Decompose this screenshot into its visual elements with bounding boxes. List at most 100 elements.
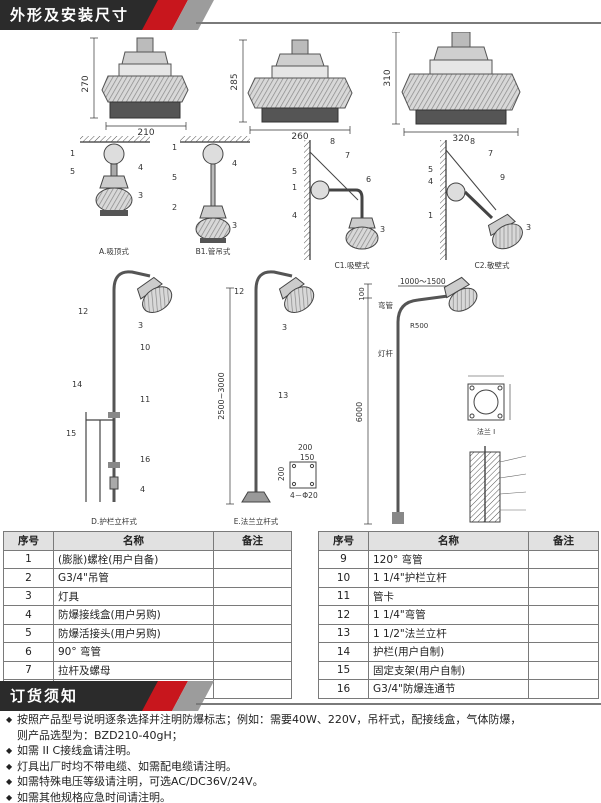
lamp2-width: 260 xyxy=(291,132,308,142)
part-name: 防爆接线盒(用户另购) xyxy=(53,605,214,625)
e-base-holes: 4－Φ20 xyxy=(290,491,318,500)
lamp-dims-3: 310 320 xyxy=(383,32,519,144)
part-remark xyxy=(528,679,599,699)
install-a-ceiling: 1 5 4 3 A.吸顶式 xyxy=(70,136,150,256)
part-remark xyxy=(213,660,292,680)
col-name: 名称 xyxy=(368,531,529,551)
table-row: 1(膨胀)螺栓(用户自备) xyxy=(3,549,292,569)
lamp-front-view-1 xyxy=(101,37,189,119)
part-name: 1 1/4"护栏立杆 xyxy=(368,568,529,588)
svg-text:14: 14 xyxy=(72,380,82,389)
part-name: 拉杆及螺母 xyxy=(53,660,214,680)
install-e-flange-pole: 2500~3000 12 3 13 200 150 200 4－Φ20 E.法兰… xyxy=(217,270,318,526)
part-no: 1 xyxy=(3,549,54,569)
svg-text:1: 1 xyxy=(292,183,297,192)
header-rule xyxy=(196,22,601,24)
part-no: 10 xyxy=(318,568,369,588)
caption-b1: B1.管吊式 xyxy=(196,246,231,256)
install-tall-pole: 100 6000 1000～1500 弯管 弯管 R500 灯杆 xyxy=(355,276,478,525)
svg-text:3: 3 xyxy=(232,221,237,230)
tall-r500: R500 xyxy=(410,322,428,330)
part-no: 4 xyxy=(3,605,54,625)
part-remark xyxy=(213,623,292,643)
part-no: 3 xyxy=(3,586,54,606)
part-name: 护栏(用户自制) xyxy=(368,642,529,662)
svg-text:7: 7 xyxy=(345,151,350,160)
note-item: 如需其他规格应急时间请注明。 xyxy=(6,790,598,803)
part-no: 11 xyxy=(318,586,369,606)
svg-text:3: 3 xyxy=(380,225,385,234)
col-remark: 备注 xyxy=(213,531,292,551)
svg-text:4: 4 xyxy=(428,177,433,186)
part-remark xyxy=(528,660,599,680)
dimensions-title: 外形及安装尺寸 xyxy=(10,6,130,24)
flange-detail: 法兰 I xyxy=(467,375,527,523)
install-c1-wall: 8 7 6 5 1 4 3 C1.吸壁式 xyxy=(292,137,385,270)
svg-text:4: 4 xyxy=(140,485,145,494)
lamp3-width: 320 xyxy=(452,134,469,144)
svg-text:12: 12 xyxy=(234,287,244,296)
install-c2-wall-angled: 8 7 9 5 4 1 3 C2.敬壁式 xyxy=(428,137,531,270)
svg-text:1: 1 xyxy=(70,149,75,158)
part-remark xyxy=(213,605,292,625)
col-no: 序号 xyxy=(3,531,54,551)
part-remark xyxy=(528,642,599,662)
note-item: 如需 II C接线盒请注明。 xyxy=(6,743,598,759)
installation-drawing: 270 210 285 260 310 320 xyxy=(0,32,601,530)
e-base-150: 150 xyxy=(300,453,315,462)
svg-text:1: 1 xyxy=(172,143,177,152)
col-no: 序号 xyxy=(318,531,369,551)
tall-span: 1000～1500 xyxy=(400,277,446,286)
lamp-front-view-2 xyxy=(247,39,353,123)
svg-text:15: 15 xyxy=(66,429,76,438)
svg-text:11: 11 xyxy=(140,395,150,404)
part-remark xyxy=(528,568,599,588)
part-remark xyxy=(213,679,292,699)
part-no: 9 xyxy=(318,549,369,569)
table-header-row: 序号 名称 备注 xyxy=(318,531,599,551)
svg-text:5: 5 xyxy=(70,167,75,176)
part-name: 防爆活接头(用户另购) xyxy=(53,623,214,643)
part-name: 管卡 xyxy=(368,586,529,606)
caption-e: E.法兰立杆式 xyxy=(234,516,279,526)
part-name: 90° 弯管 xyxy=(53,642,214,662)
svg-text:16: 16 xyxy=(140,455,150,464)
header-dark-block xyxy=(0,0,158,30)
svg-text:5: 5 xyxy=(292,167,297,176)
part-no: 13 xyxy=(318,623,369,643)
flange-label: 法兰 I xyxy=(477,427,495,436)
lamp-dims-2: 285 260 xyxy=(230,39,351,142)
header-rule xyxy=(196,703,601,705)
svg-text:4: 4 xyxy=(138,163,143,172)
svg-text:7: 7 xyxy=(488,149,493,158)
svg-text:2: 2 xyxy=(172,203,177,212)
drawing-canvas: 270 210 285 260 310 320 xyxy=(66,32,531,526)
svg-text:3: 3 xyxy=(526,223,531,232)
part-no: 14 xyxy=(318,642,369,662)
part-name: 灯具 xyxy=(53,586,214,606)
part-remark xyxy=(213,549,292,569)
note-item: 灯具出厂时均不带电缆、如需配电缆请注明。 xyxy=(6,759,598,775)
part-no: 5 xyxy=(3,623,54,643)
ordering-notes: 按照产品型号说明逐条选择并注明防爆标志；例如：需要40W、220V，吊杆式，配接… xyxy=(6,712,598,803)
e-pole-height: 2500~3000 xyxy=(217,372,226,419)
lamp3-height: 310 xyxy=(383,69,393,86)
caption-c2: C2.敬壁式 xyxy=(475,260,510,270)
svg-text:4: 4 xyxy=(292,211,297,220)
tall-bend: 弯管 xyxy=(378,300,393,310)
tall-lamp-pole: 灯杆 xyxy=(378,348,393,358)
part-remark xyxy=(528,623,599,643)
part-name: 1 1/4"弯管 xyxy=(368,605,529,625)
svg-text:3: 3 xyxy=(282,323,287,332)
tall-top-100: 100 xyxy=(358,287,366,300)
e-base-200b: 200 xyxy=(277,466,286,481)
part-name: (膨胀)螺栓(用户自备) xyxy=(53,549,214,569)
